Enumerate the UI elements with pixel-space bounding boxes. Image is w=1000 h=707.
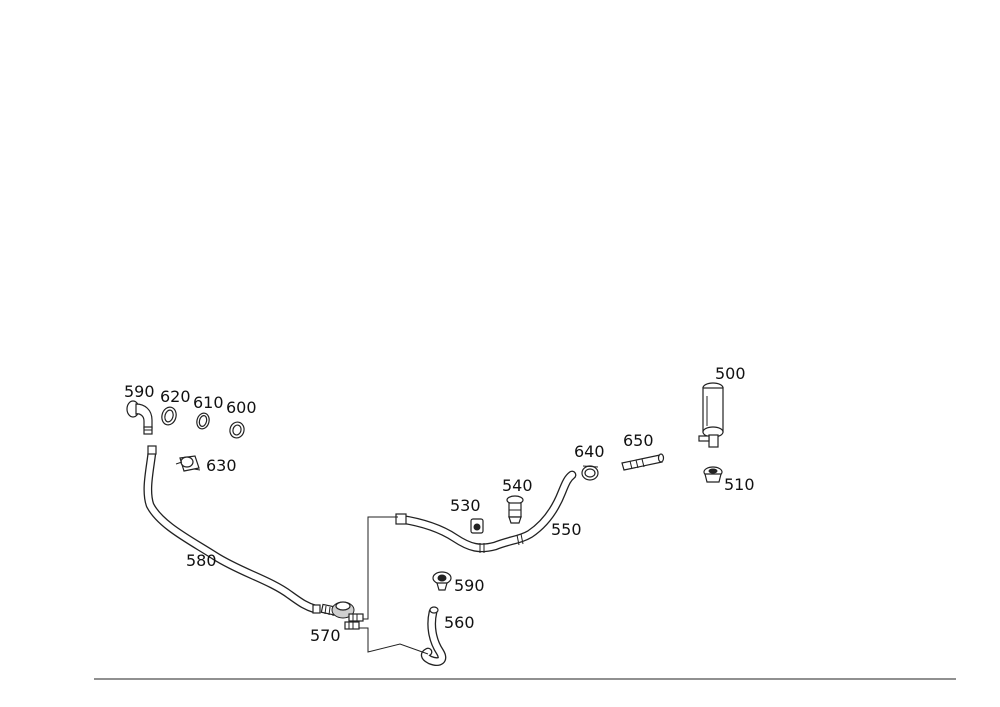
label-610: 610 (193, 393, 224, 412)
label-640: 640 (574, 442, 605, 461)
connector-lines (356, 516, 429, 655)
label-500: 500 (715, 364, 746, 383)
label-510: 510 (724, 475, 755, 494)
label-530: 530 (450, 496, 481, 515)
ring-610 (196, 412, 210, 430)
hose-550 (395, 470, 577, 553)
label-560: 560 (444, 613, 475, 632)
label-570: 570 (310, 626, 341, 645)
label-620: 620 (160, 387, 191, 406)
label-600: 600 (226, 398, 257, 417)
fitting-590-lower (432, 571, 452, 591)
elbow-connector-590 (126, 400, 153, 435)
label-540: 540 (502, 476, 533, 495)
grommet-510 (703, 466, 723, 483)
ring-600 (229, 421, 245, 439)
hose-560 (420, 606, 447, 666)
valve-540 (506, 495, 524, 524)
hose-580 (143, 445, 321, 614)
clamp-630 (175, 455, 201, 472)
fitting-530 (470, 518, 484, 534)
connector-650 (621, 453, 665, 471)
label-590-lower: 590 (454, 576, 485, 595)
label-650: 650 (623, 431, 654, 450)
connector-570 (320, 601, 364, 630)
washer-pump-500 (698, 382, 724, 448)
label-580: 580 (186, 551, 217, 570)
label-630: 630 (206, 456, 237, 475)
label-550: 550 (551, 520, 582, 539)
clamp-640 (581, 465, 599, 481)
ring-620 (161, 406, 177, 426)
label-590-top: 590 (124, 382, 155, 401)
